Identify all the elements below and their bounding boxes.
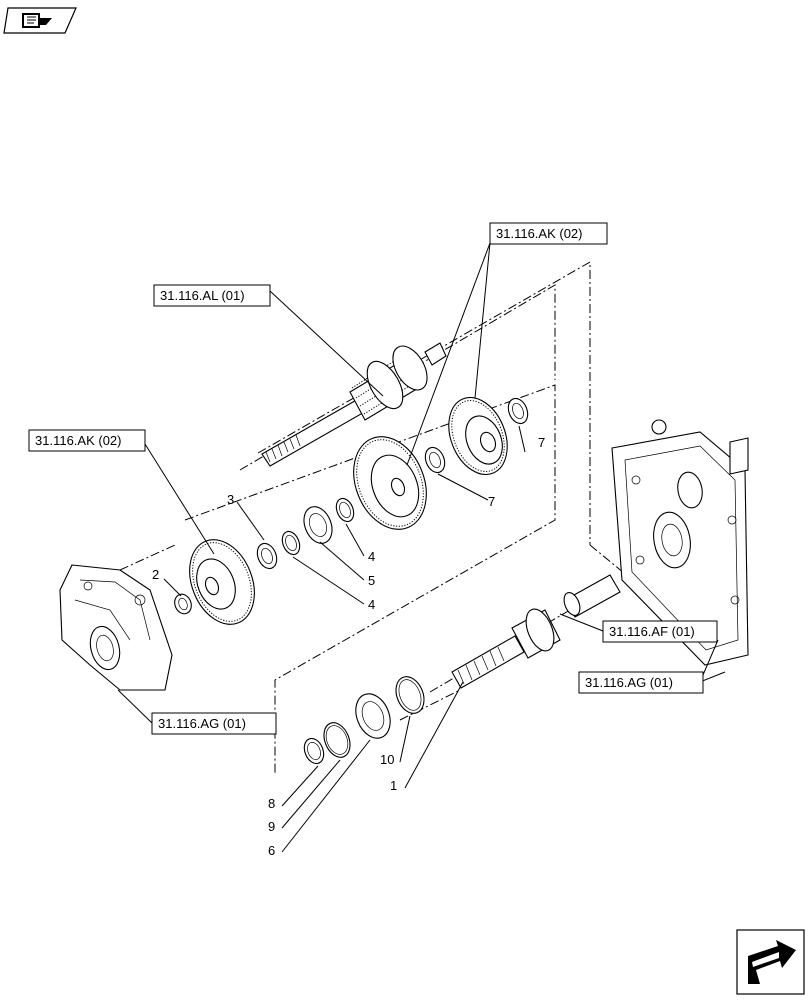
item-number-9: 9 [268,819,275,834]
item-number-3: 3 [227,492,234,507]
svg-text:31.116.AK (02): 31.116.AK (02) [496,226,582,241]
item-number-7a: 7 [538,435,545,450]
right-housing [611,419,749,666]
item-number-6: 6 [268,843,275,858]
input-shaft [451,608,561,689]
ref-callout-af[interactable]: 31.116.AF (01) [602,620,718,643]
ref-callout-ak-left[interactable]: 31.116.AK (02) [28,429,146,452]
svg-text:31.116.AK (02): 31.116.AK (02) [35,433,121,448]
output-shaft-stub [563,574,621,618]
svg-text:31.116.AF (01): 31.116.AF (01) [609,624,695,639]
ref-callout-ag-right[interactable]: 31.116.AG (01) [578,671,704,694]
left-housing [59,564,173,691]
item-number-4a: 4 [368,549,375,564]
item-number-7b: 7 [488,494,495,509]
item-number-4b: 4 [368,597,375,612]
item-number-5: 5 [368,573,375,588]
small-parts [174,397,529,765]
ref-callout-ak-top[interactable]: 31.116.AK (02) [489,222,608,245]
item-number-8: 8 [268,796,275,811]
leader-lines [117,242,726,853]
idler-gear-large [353,436,427,530]
cluster-gear-upper [448,397,508,475]
book-arrow-icon[interactable] [3,7,77,34]
svg-text:31.116.AG (01): 31.116.AG (01) [158,716,246,731]
next-page-arrow-icon[interactable] [736,929,805,995]
svg-text:31.116.AG (01): 31.116.AG (01) [585,675,673,690]
svg-text:31.116.AL (01): 31.116.AL (01) [160,288,245,303]
ref-callout-ag-left[interactable]: 31.116.AG (01) [151,712,277,735]
gear-left [189,539,255,625]
item-number-1: 1 [390,778,397,793]
countershaft-assembly [261,342,447,467]
ref-callout-al[interactable]: 31.116.AL (01) [153,284,271,307]
item-number-2: 2 [152,567,159,582]
item-number-10: 10 [380,752,394,767]
item-numbers: 2 3 4 5 4 7 7 10 1 8 9 6 [152,435,545,858]
